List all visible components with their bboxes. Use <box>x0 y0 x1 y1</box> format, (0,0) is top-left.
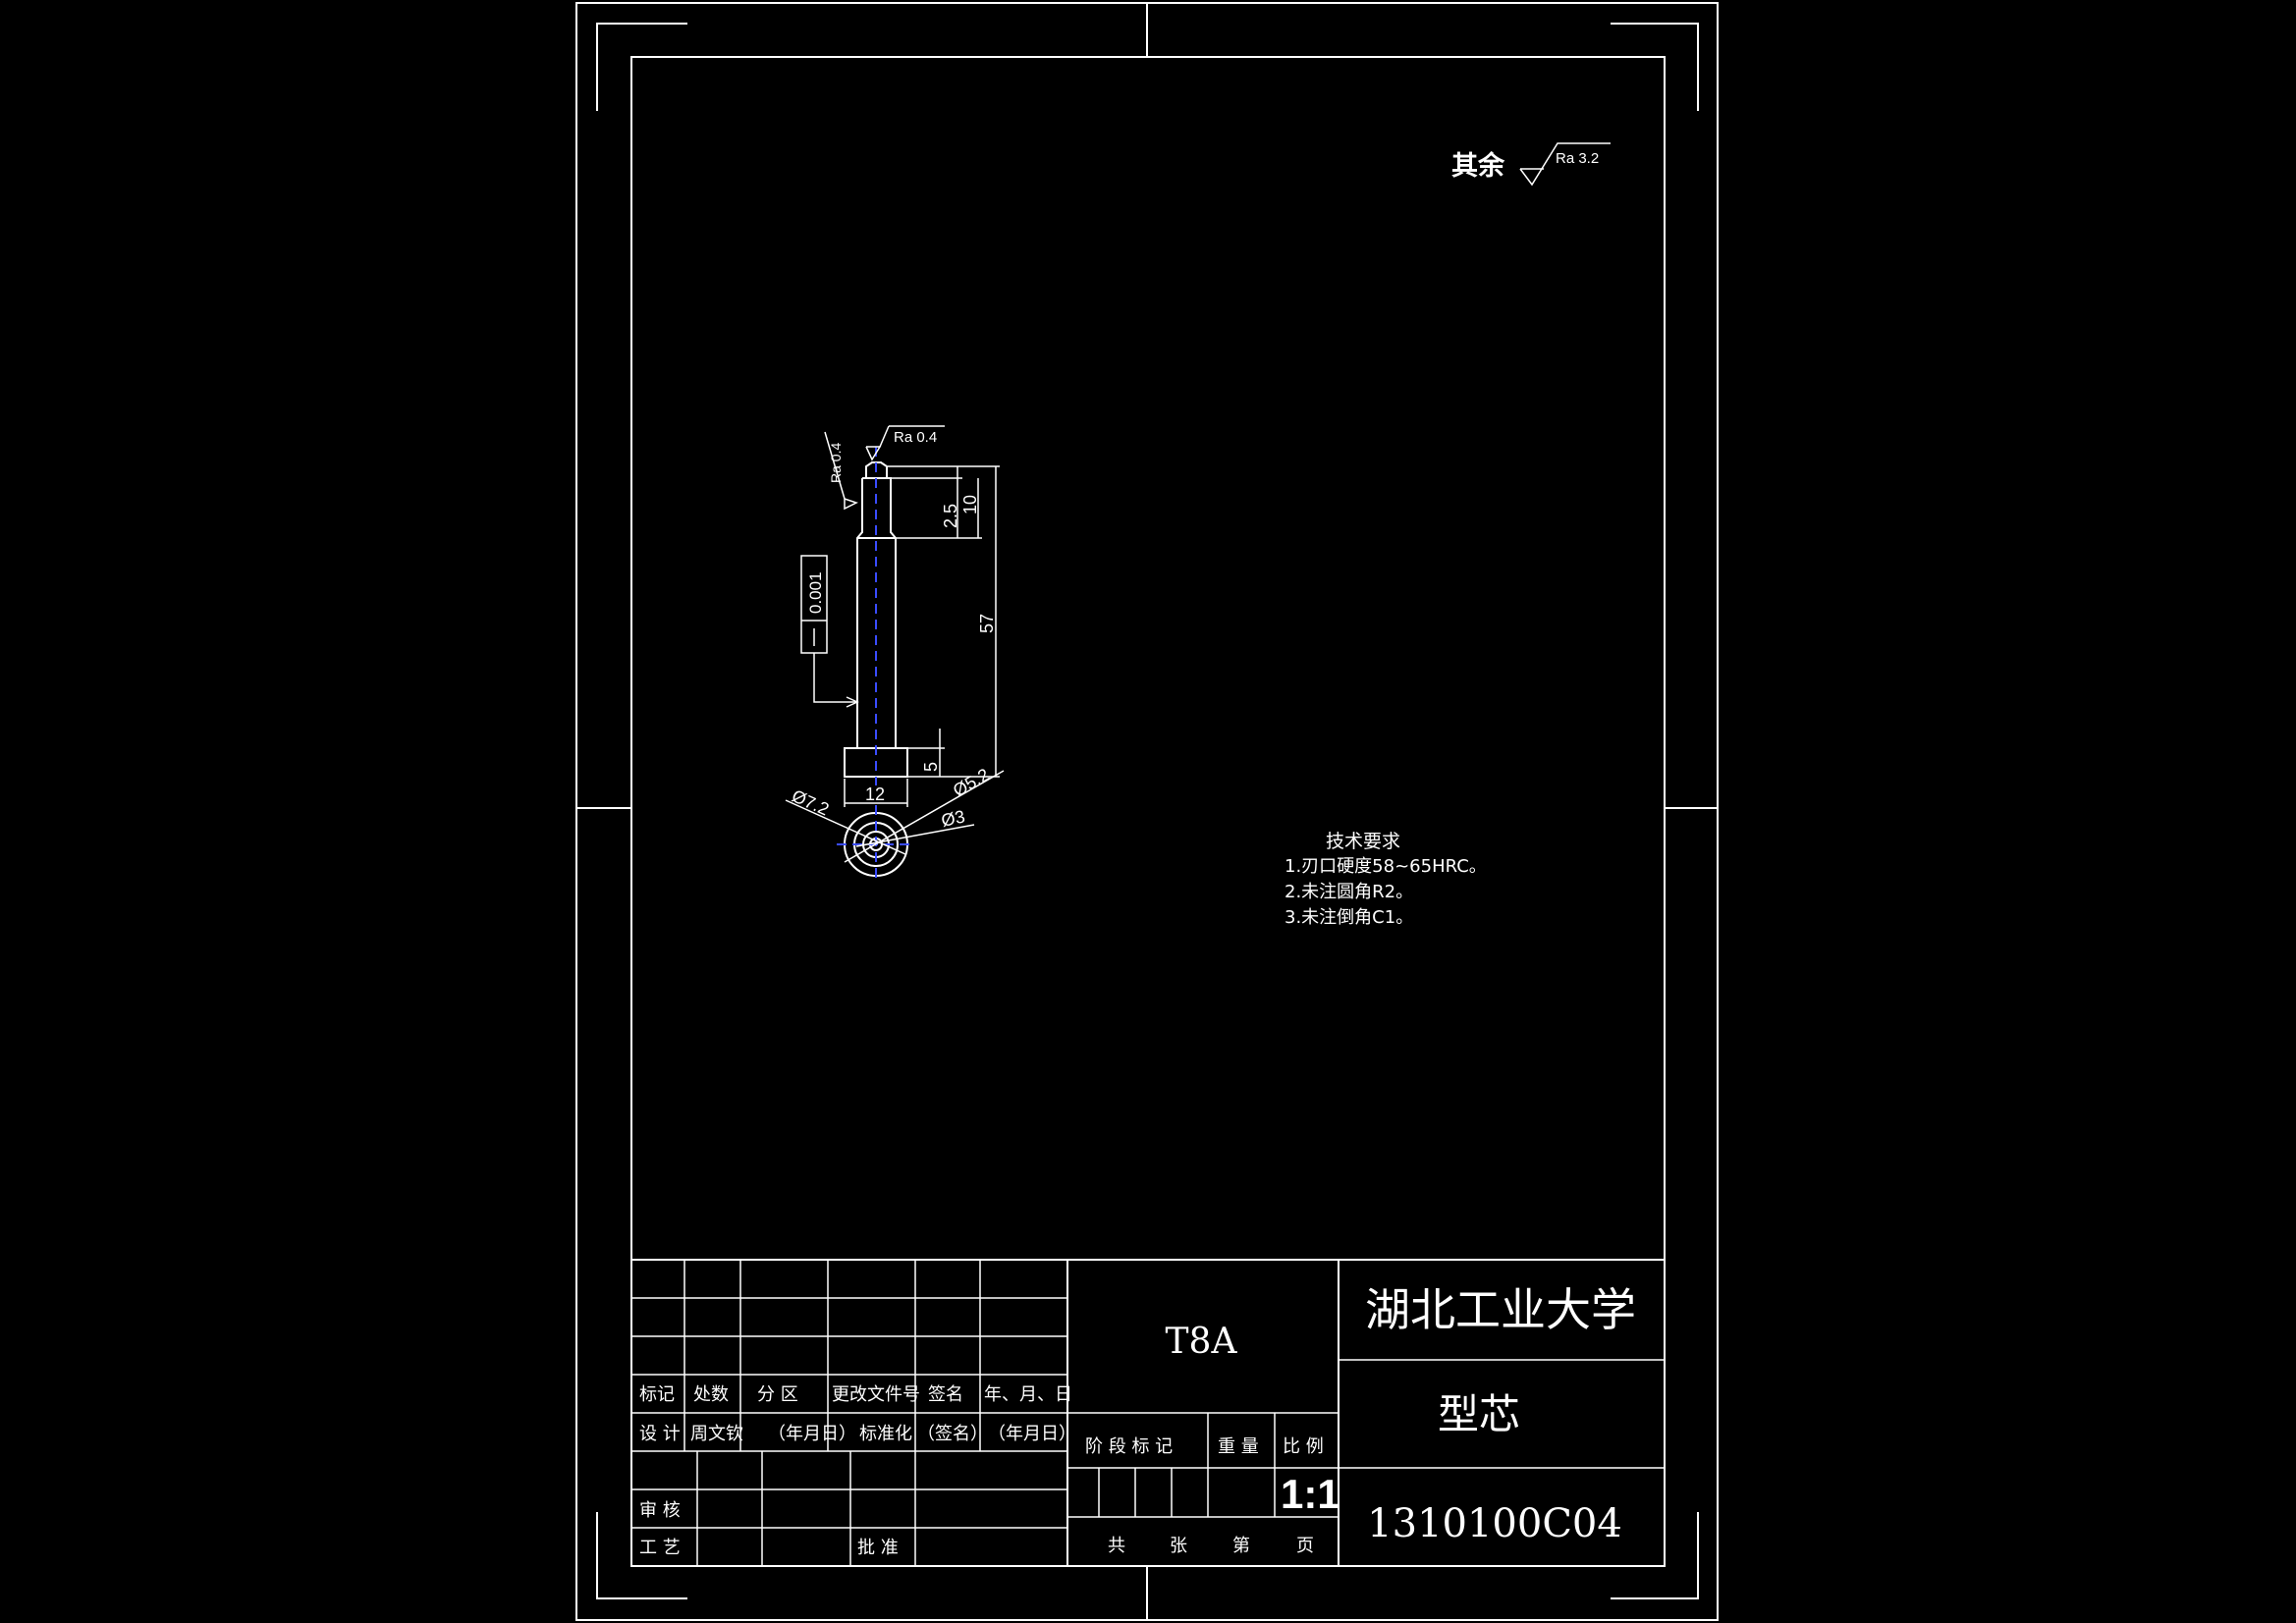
roughness-value: Ra 3.2 <box>1556 150 1599 167</box>
tb-weight-label: 重 量 <box>1218 1436 1259 1457</box>
trim-mark-top-left <box>596 23 687 111</box>
ra-side-symbol-icon <box>844 498 858 511</box>
tb-scale-label: 比 例 <box>1283 1436 1324 1457</box>
ra-top-leader <box>879 425 890 448</box>
ra-top-symbol-icon <box>865 446 882 461</box>
title-block: 标记 处数 分 区 更改文件号 签名 年、月、日 设 计 周文钦 （年月日） 标… <box>631 1259 1665 1566</box>
dim-d3: Ø3 <box>940 806 967 831</box>
tb-material: T8A <box>1166 1322 1238 1362</box>
tolerance-value: 0.001 <box>806 571 825 614</box>
tolerance-leader <box>813 653 857 703</box>
tech-item-3: 3.未注倒角C1。 <box>1285 907 1413 928</box>
trim-mark-bottom-left <box>596 1512 687 1599</box>
tb-header-mark: 标记 <box>639 1384 675 1405</box>
tb-standardization: 标准化 <box>859 1424 912 1444</box>
tb-header-zone: 分 区 <box>757 1384 798 1405</box>
dim-12: 12 <box>865 784 885 804</box>
tb-design-date: （年月日） <box>768 1424 856 1444</box>
tech-title: 技术要求 <box>1326 831 1400 852</box>
tb-part-name: 型芯 <box>1438 1390 1520 1438</box>
tb-page-label: 页 <box>1296 1536 1314 1556</box>
tb-std-date: （年月日） <box>988 1424 1076 1444</box>
part-right-edge <box>862 477 897 748</box>
trim-mark-bottom-right <box>1611 1512 1699 1599</box>
part-drawing: Ra 0.4 Ra 0.4 2.5 10 57 5 12 0.001 <box>785 425 1005 884</box>
dim-57: 57 <box>977 614 997 633</box>
tb-stage-label: 阶 段 标 记 <box>1085 1436 1173 1457</box>
ra-side-value: Ra 0.4 <box>828 443 844 483</box>
tb-header-sign: 签名 <box>928 1384 963 1405</box>
tolerance-arrow-icon <box>846 696 859 708</box>
tb-sheet-total-label: 共 <box>1108 1536 1125 1556</box>
inner-frame <box>630 56 1666 1567</box>
dim-leader-d3 <box>855 824 975 847</box>
dim-10: 10 <box>960 495 980 514</box>
tech-item-2: 2.未注圆角R2。 <box>1285 882 1413 902</box>
trim-mark-top-right <box>1611 23 1699 111</box>
tech-requirements: 技术要求 1.刃口硬度58~65HRC。 2.未注圆角R2。 3.未注倒角C1。 <box>1285 831 1487 928</box>
tb-scale-value: 1:1 <box>1281 1471 1340 1517</box>
outer-border <box>575 2 1719 1621</box>
roughness-symbol-icon <box>1519 142 1611 187</box>
dim-5: 5 <box>921 762 941 772</box>
tb-header-date: 年、月、日 <box>984 1384 1072 1405</box>
ra-top-value: Ra 0.4 <box>894 429 937 446</box>
tb-sheet-no-label: 第 <box>1232 1536 1250 1556</box>
ra-side-leader <box>824 431 846 500</box>
surface-roughness-note: 其余 Ra 3.2 <box>1451 142 1611 187</box>
tb-school-name: 湖北工业大学 <box>1365 1283 1636 1336</box>
dim-2-5: 2.5 <box>941 504 960 528</box>
tb-drawing-number: 1310100C04 <box>1367 1501 1622 1546</box>
tb-design-label: 设 计 <box>639 1424 681 1444</box>
dim-leader-d52 <box>844 770 1005 863</box>
tech-item-1: 1.刃口硬度58~65HRC。 <box>1285 856 1487 877</box>
tb-header-count: 处数 <box>693 1384 729 1405</box>
tb-designer: 周文钦 <box>690 1424 743 1444</box>
tb-std-sign: （签名） <box>917 1424 988 1444</box>
dim-d7-2: Ø7.2 <box>789 785 832 819</box>
roughness-prefix: 其余 <box>1451 150 1505 182</box>
tb-sheet-unit-label: 张 <box>1170 1536 1187 1556</box>
tb-approve-label: 批 准 <box>857 1538 899 1558</box>
tb-process-label: 工 艺 <box>639 1538 681 1558</box>
tb-review-label: 审 核 <box>639 1500 681 1521</box>
tb-header-change-doc: 更改文件号 <box>832 1384 920 1405</box>
dim-leader-d72 <box>785 799 906 855</box>
dim-d5-2: Ø5.2 <box>950 765 993 801</box>
part-left-edge <box>856 478 863 748</box>
